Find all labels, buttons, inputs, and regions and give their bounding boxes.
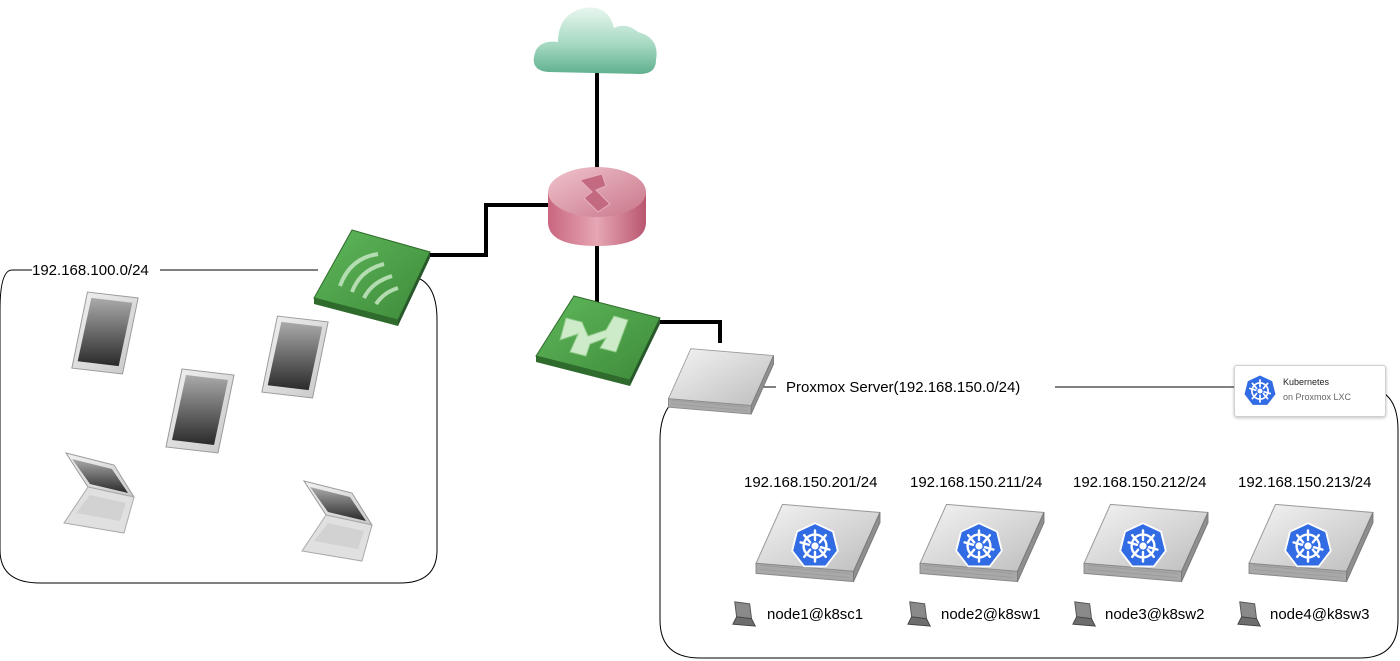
- laptop-icon: [1237, 601, 1261, 627]
- laptop-icon: [301, 480, 373, 562]
- node-ip-label: 192.168.150.212/24: [1073, 474, 1207, 491]
- kubernetes-icon: [1119, 522, 1167, 568]
- kubernetes-icon: [955, 522, 1003, 568]
- kubernetes-icon: [1243, 374, 1277, 407]
- lan-subnet-label: 192.168.100.0/24: [32, 262, 149, 279]
- badge-subtitle: on Proxmox LXC: [1283, 392, 1352, 402]
- kubernetes-badge: Kubernetes on Proxmox LXC: [1234, 365, 1386, 417]
- node-name-label: node3@k8sw2: [1105, 606, 1205, 623]
- node-servers: [755, 503, 1374, 583]
- connection-lines: [428, 72, 722, 343]
- switch-server-link: [660, 320, 722, 343]
- node-name-label: node4@k8sw3: [1270, 606, 1370, 623]
- wireless-access-point-icon: [313, 229, 431, 326]
- network-switch-icon: [535, 295, 661, 386]
- proxmox-server-icon: [667, 348, 775, 415]
- tablet-icon: [261, 315, 329, 399]
- cloud-icon: [533, 7, 657, 74]
- kubernetes-icon: [791, 522, 839, 568]
- router-icon: [548, 167, 646, 246]
- router-ap-link: [428, 203, 548, 257]
- tablet-icon: [165, 368, 235, 454]
- node-name-label: node2@k8sw1: [941, 606, 1041, 623]
- lan-devices: [63, 291, 373, 562]
- laptop-icon: [1072, 601, 1096, 627]
- lan-group: [0, 269, 438, 584]
- node-ip-label: 192.168.150.213/24: [1238, 474, 1372, 491]
- node-name-label: node1@k8sc1: [767, 606, 864, 623]
- badge-title: Kubernetes: [1283, 377, 1330, 387]
- tablet-icon: [71, 291, 139, 375]
- proxmox-server-label: Proxmox Server(192.168.150.0/24): [786, 379, 1021, 396]
- laptop-icon: [63, 452, 135, 534]
- laptop-icon: [732, 601, 756, 627]
- kubernetes-icon: [1284, 522, 1332, 568]
- laptop-icon: [907, 601, 931, 627]
- node-ip-label: 192.168.150.201/24: [744, 474, 878, 491]
- node-ip-label: 192.168.150.211/24: [910, 474, 1043, 491]
